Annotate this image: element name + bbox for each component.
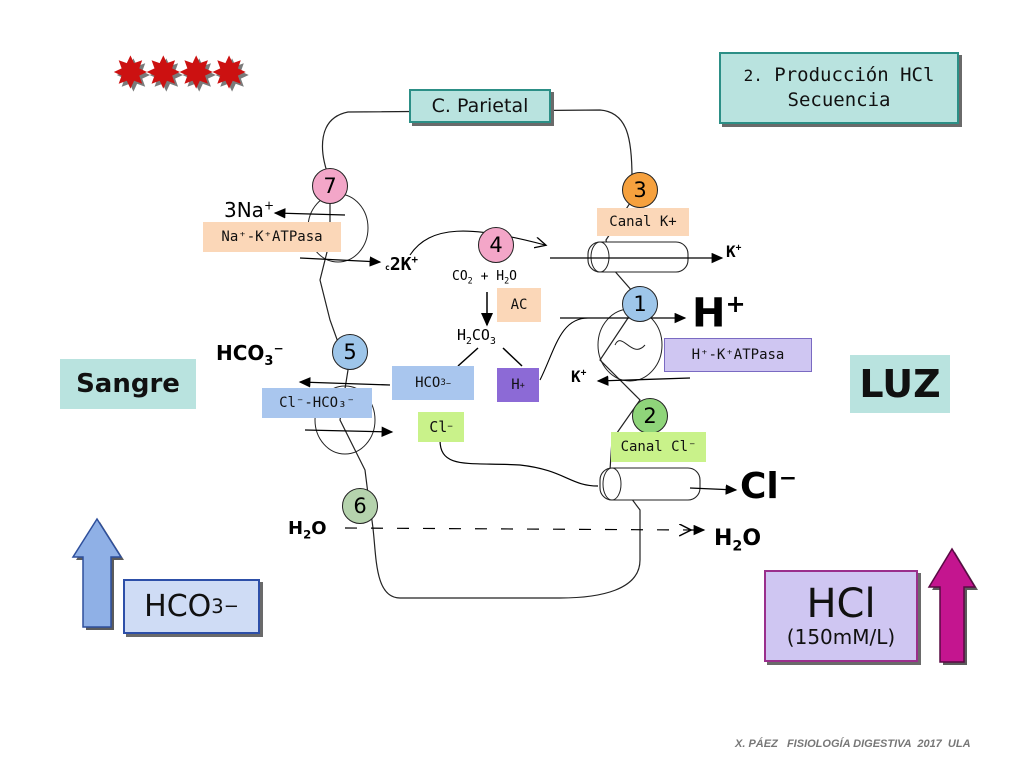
cl-lumen-label: Cl− [740,466,797,507]
h-lumen-label: H+ [692,290,746,337]
cl-hco3-label: Cl⁻-HCO₃⁻ [262,388,372,418]
hcl-result-box: HCl (150mM/L) [764,570,918,662]
k-in-ion-label: c2K+ [385,253,419,275]
hcl-up-arrow [927,547,978,665]
hcl-result-text: HCl [806,581,876,627]
h-k-atpase-label: H⁺-K⁺ATPasa [664,338,812,372]
k-in-text: K [571,367,581,386]
step-7-circle: 7 [312,168,348,204]
step-4-circle: 4 [478,227,514,263]
na-out-arrow [273,208,346,219]
water-dashed-arrow [344,528,690,530]
k-in-pump-arrow [596,375,691,386]
ac-enzyme-label: AC [497,288,541,322]
na-k-atpase-label: Na⁺-K⁺ATPasa [203,222,341,252]
hco3-out-arrow [298,377,391,388]
title-number: 2. [743,66,763,86]
title-line1: Producción HCl [774,64,935,87]
cl-hco3-exchanger-shape [314,385,376,455]
h2o-right-text: H [714,526,733,551]
cell-membrane [319,109,641,599]
hco3-blood-text: HCO [216,341,265,365]
co2-h2o-label: CO2 + H2O [452,269,517,286]
cl-channel-label: Canal Cl⁻ [611,432,706,462]
hco3-blood-label: HCO3− [216,341,284,369]
hcl-concentration: (150mM/L) [786,625,896,649]
cl-cell-text: Cl [429,418,448,436]
h2o-right-label: H2O [714,526,762,555]
h-lumen-text: H [692,290,726,337]
step-6-circle: 6 [342,488,378,524]
h-k-pump-shape [597,308,663,382]
cl-path-arrow [439,439,599,487]
step-1-circle: 1 [622,286,658,322]
step-5-circle: 5 [332,334,368,370]
k-recycle-curve [409,230,545,256]
cl-cell-label: Cl− [418,412,464,442]
h-cell-label: H+ [497,368,539,402]
h2co3-text: H [457,326,467,344]
cl-channel-shape [599,467,701,501]
k-in-pump-label: K+ [571,367,587,386]
na-ion-label: 3Na+ [224,198,275,222]
co2-text: CO [452,269,468,284]
h2o-left-label: H2O [288,518,327,542]
k-lumen-label: K+ [726,242,742,261]
hco3-result-text: HCO [144,589,212,624]
h-cell-text: H [511,377,520,393]
title-box: 2. Producción HCl Secuencia [719,52,959,124]
blood-label: Sangre [60,359,196,409]
cell-label: C. Parietal [409,89,551,123]
k-in-arrow [299,256,382,267]
na-text: 3Na [224,198,264,222]
plus-h2o-text: + H [480,269,505,284]
k-lumen-text: K [726,242,736,261]
title-line2: Secuencia [787,89,891,111]
lumen-label: LUZ [850,355,950,413]
k-channel-shape [587,241,689,273]
step-2-circle: 2 [632,398,668,434]
h2co3-label: H2CO3 [457,326,496,347]
hco3-up-arrow [71,517,124,630]
cl-lumen-text: Cl [740,466,779,507]
footer-credit: X. PÁEZ FISIOLOGÍA DIGESTIVA 2017 ULA [735,738,971,750]
k-channel-label: Canal K+ [597,208,689,236]
h2o-left-text: H [288,518,304,539]
h-to-pump-curve [539,317,589,381]
hco3-cell-text: HCO [415,375,441,391]
stars-decoration: ✸✸✸✸ [112,48,247,99]
k2-text: 2K [389,254,412,275]
step-3-circle: 3 [622,172,658,208]
cl-in-arrow [304,426,394,437]
